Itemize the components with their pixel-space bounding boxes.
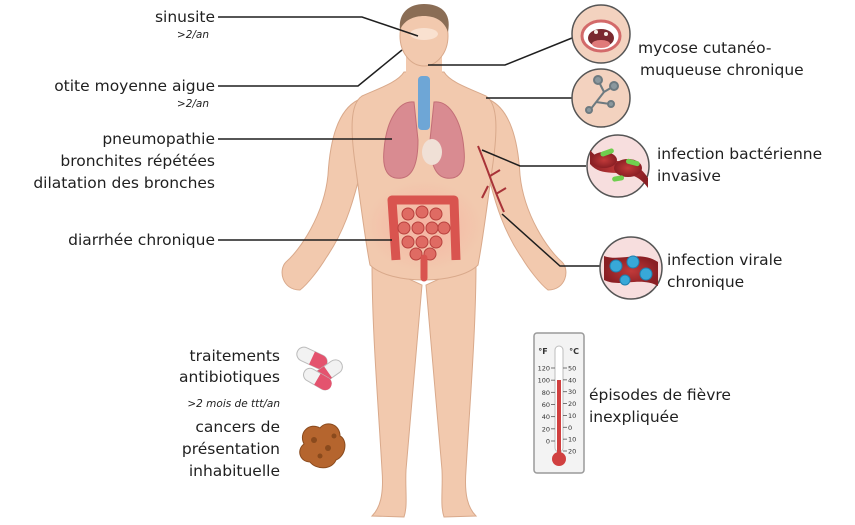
label-mycose-2: muqueuse chronique xyxy=(640,60,804,80)
thermo-c-label: 10 xyxy=(568,436,576,444)
label-virale-2: chronique xyxy=(667,272,744,292)
label-inhabituelle: inhabituelle xyxy=(189,461,280,481)
label-bacterie-1: infection bactérienne xyxy=(657,144,822,164)
thermo-c-label: 40 xyxy=(568,376,576,384)
leader-sinusite xyxy=(218,17,418,36)
right-leg xyxy=(426,262,476,517)
label-presentation: présentation xyxy=(182,439,280,459)
label-virale-1: infection virale xyxy=(667,250,782,270)
label-diarrhee: diarrhée chronique xyxy=(68,230,215,250)
thermo-c-label: 20 xyxy=(568,448,576,456)
thermo-f-label: 40 xyxy=(542,413,550,421)
thermo-f-label: 60 xyxy=(542,401,550,409)
label-fievre-2: inexpliquée xyxy=(589,407,679,427)
label-antibio-note: >2 mois de ttt/an xyxy=(187,398,280,410)
leader-otite xyxy=(218,50,402,86)
heart xyxy=(422,139,442,165)
thermo-f-label: 100 xyxy=(538,377,550,385)
leader-mycose xyxy=(428,38,572,65)
thermo-f-label: 20 xyxy=(542,425,550,433)
thermo-f-label: 80 xyxy=(542,389,550,397)
thermo-c-label: 10 xyxy=(568,412,576,420)
label-traitements: traitements xyxy=(190,346,280,366)
label-bacterie-2: invasive xyxy=(657,166,721,186)
label-otite: otite moyenne aigue xyxy=(54,76,215,96)
trachea xyxy=(418,76,430,130)
label-bronchites: bronchites répétées xyxy=(60,151,215,171)
label-antibiotiques: antibiotiques xyxy=(179,367,280,387)
fungus-icon xyxy=(572,69,630,127)
bacteria-icon xyxy=(587,135,649,197)
virus-icon xyxy=(600,237,662,299)
thermo-c-label: 0 xyxy=(568,424,572,432)
label-fievre-1: épisodes de fièvre xyxy=(589,385,731,405)
tumor-icon xyxy=(300,424,345,468)
label-cancers: cancers de xyxy=(195,417,280,437)
thermo-c-label: 20 xyxy=(568,400,576,408)
pills-icon xyxy=(295,345,346,393)
left-leg xyxy=(372,262,422,517)
thermo-c-label: 50 xyxy=(568,365,576,373)
label-dilatation: dilatation des bronches xyxy=(33,173,215,193)
label-otite-freq: >2/an xyxy=(177,98,209,110)
mouth-candida-icon xyxy=(572,5,630,63)
thermo-c-label: 30 xyxy=(568,388,576,396)
thermo-unit-f: °F xyxy=(538,347,547,356)
thermo-f-label: 120 xyxy=(538,365,550,373)
thermo-f-label: 0 xyxy=(546,438,550,446)
thermo-unit-c: °C xyxy=(569,347,579,356)
left-arm xyxy=(282,100,358,290)
label-pneumopathie: pneumopathie xyxy=(102,129,215,149)
label-mycose-1: mycose cutanéo- xyxy=(638,38,771,58)
label-sinusite-freq: >2/an xyxy=(177,29,209,41)
label-sinusite: sinusite xyxy=(155,7,215,27)
